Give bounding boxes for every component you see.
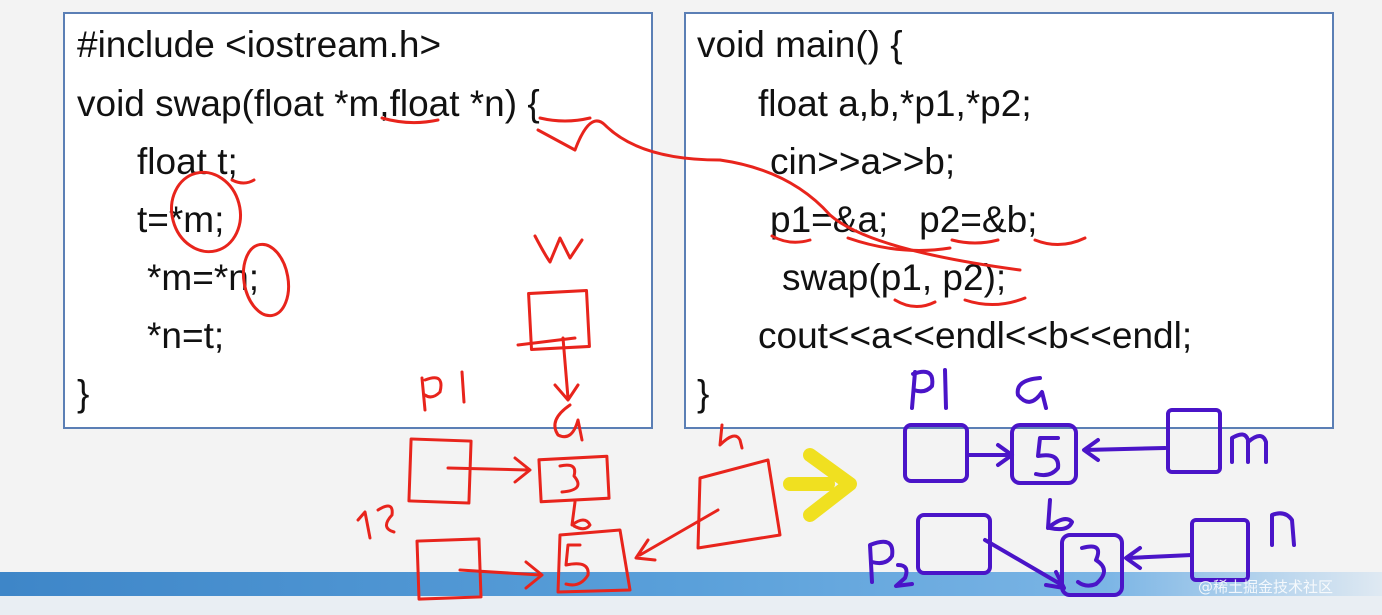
code-line-cout: cout<<a<<endl<<b<<endl; bbox=[758, 315, 1193, 356]
code-line-t-assign: t=*m; bbox=[137, 199, 225, 240]
code-line-float-t: float t; bbox=[137, 141, 238, 182]
code-line-pointer-assign: p1=&a; p2=&b; bbox=[770, 199, 1038, 240]
code-line-swap-call: swap(p1, p2); bbox=[782, 257, 1007, 298]
code-line-close-brace-left: } bbox=[77, 373, 90, 414]
code-line-m-assign: *m=*n; bbox=[147, 257, 260, 298]
slide-bottom-strip bbox=[0, 596, 1382, 615]
code-line-n-assign: *n=t; bbox=[147, 315, 225, 356]
code-line-close-brace-right: } bbox=[697, 373, 710, 414]
code-line-include: #include <iostream.h> bbox=[77, 24, 442, 65]
code-line-declarations: float a,b,*p1,*p2; bbox=[758, 83, 1032, 124]
watermark: @稀土掘金技术社区 bbox=[1198, 578, 1334, 596]
code-line-swap-signature: void swap(float *m,float *n) { bbox=[77, 83, 540, 124]
code-line-main-signature: void main() { bbox=[697, 24, 903, 65]
code-line-cin: cin>>a>>b; bbox=[770, 141, 956, 182]
